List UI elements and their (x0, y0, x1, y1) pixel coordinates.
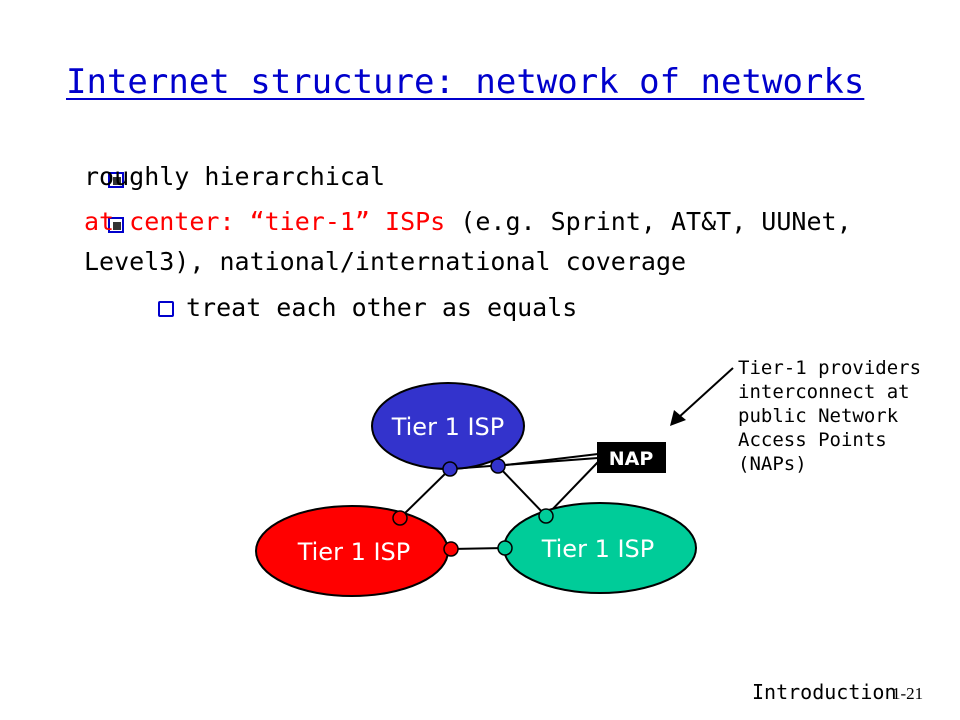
bullet-2-rest: (e.g. Sprint, AT&T, UUNet, (445, 207, 852, 236)
sub-bullet-1: treat each other as equals (186, 293, 578, 322)
router-dot-left-1 (392, 510, 408, 526)
link-top-left (399, 468, 451, 519)
annotation-arrow (677, 367, 734, 419)
bullet-2-highlight: at center: “tier-1” ISPs (84, 207, 446, 236)
nap-annotation: Tier-1 providers interconnect at public … (738, 357, 922, 475)
isp-left-label: Tier 1 ISP (297, 538, 411, 566)
isp-top-label: Tier 1 ISP (391, 413, 505, 441)
isp-right-label: Tier 1 ISP (541, 535, 655, 563)
sub-bullet-icon (158, 301, 174, 317)
link-nap-right (545, 461, 599, 517)
router-dot-right-1 (538, 508, 554, 524)
bullet-icon (108, 217, 124, 233)
arrowhead-icon (670, 410, 686, 426)
link-left-right (450, 547, 506, 550)
slide-title: Internet structure: network of networks (66, 62, 865, 102)
router-dot-top-1 (442, 461, 458, 477)
nap-box (597, 442, 666, 473)
router-dot-top-2 (490, 458, 506, 474)
bullet-2: at center: “tier-1” ISPs (e.g. Sprint, A… (84, 203, 852, 241)
footer-section-label: Introduction (752, 680, 897, 704)
footer-page-number: 1-21 (892, 684, 924, 703)
bullet-icon (108, 172, 124, 188)
router-dot-right-2 (497, 540, 513, 556)
link-top-right (497, 465, 547, 517)
router-dot-left-2 (443, 541, 459, 557)
bullet-2-line-2: Level3), national/international coverage (84, 247, 687, 276)
nap-label: NAP (609, 448, 654, 470)
bullet-1: roughly hierarchical (84, 162, 386, 191)
